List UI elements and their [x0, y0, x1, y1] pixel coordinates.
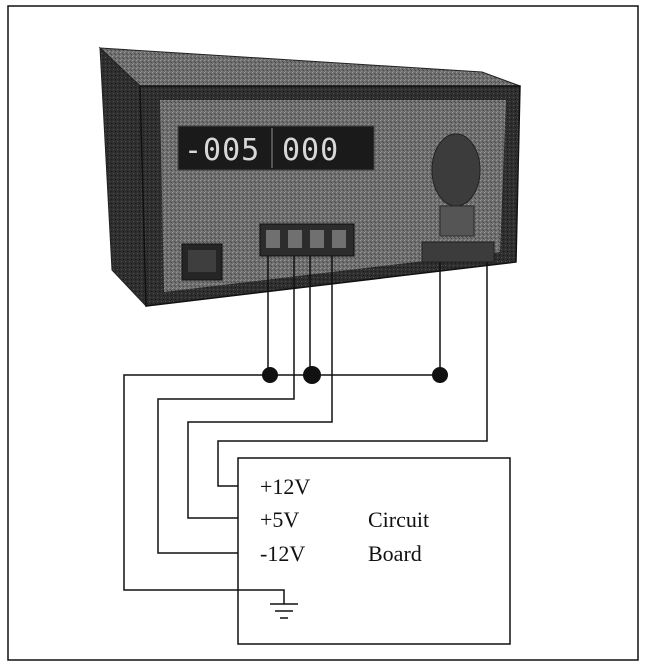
junction-dot — [432, 367, 448, 383]
rail-label-plus5v: +5V — [260, 507, 299, 532]
lcd-right-readout: 000 — [282, 133, 339, 168]
rail-label-minus12v: -12V — [260, 541, 305, 566]
wires — [123, 256, 488, 604]
control-knob — [431, 133, 481, 207]
wire-ground — [123, 374, 285, 604]
terminal-2 — [288, 230, 302, 248]
lcd-left-readout: -005 — [184, 133, 260, 168]
ground-icon — [270, 603, 298, 619]
device-side-face — [99, 46, 147, 308]
wire-plus12v — [217, 350, 488, 487]
terminal-3 — [310, 230, 324, 248]
terminal-1 — [266, 230, 280, 248]
board-title-board: Board — [368, 541, 422, 566]
figure-frame — [7, 5, 639, 661]
power-switch-rocker — [188, 250, 216, 272]
board-title-circuit: Circuit — [368, 507, 429, 532]
terminal-4 — [332, 230, 346, 248]
right-output-terminals — [421, 241, 495, 263]
junction-dot — [262, 367, 278, 383]
wire-plus5v — [187, 350, 333, 519]
rail-label-plus12v: +12V — [260, 474, 310, 499]
wire-minus12v — [157, 350, 295, 554]
junction-dot — [303, 366, 321, 384]
lcd-display-window — [177, 125, 375, 171]
circuit-board-box — [237, 457, 511, 645]
power-supply-unit: -005 000 — [98, 46, 521, 308]
side-control — [439, 205, 475, 237]
device-top-face — [98, 47, 521, 87]
